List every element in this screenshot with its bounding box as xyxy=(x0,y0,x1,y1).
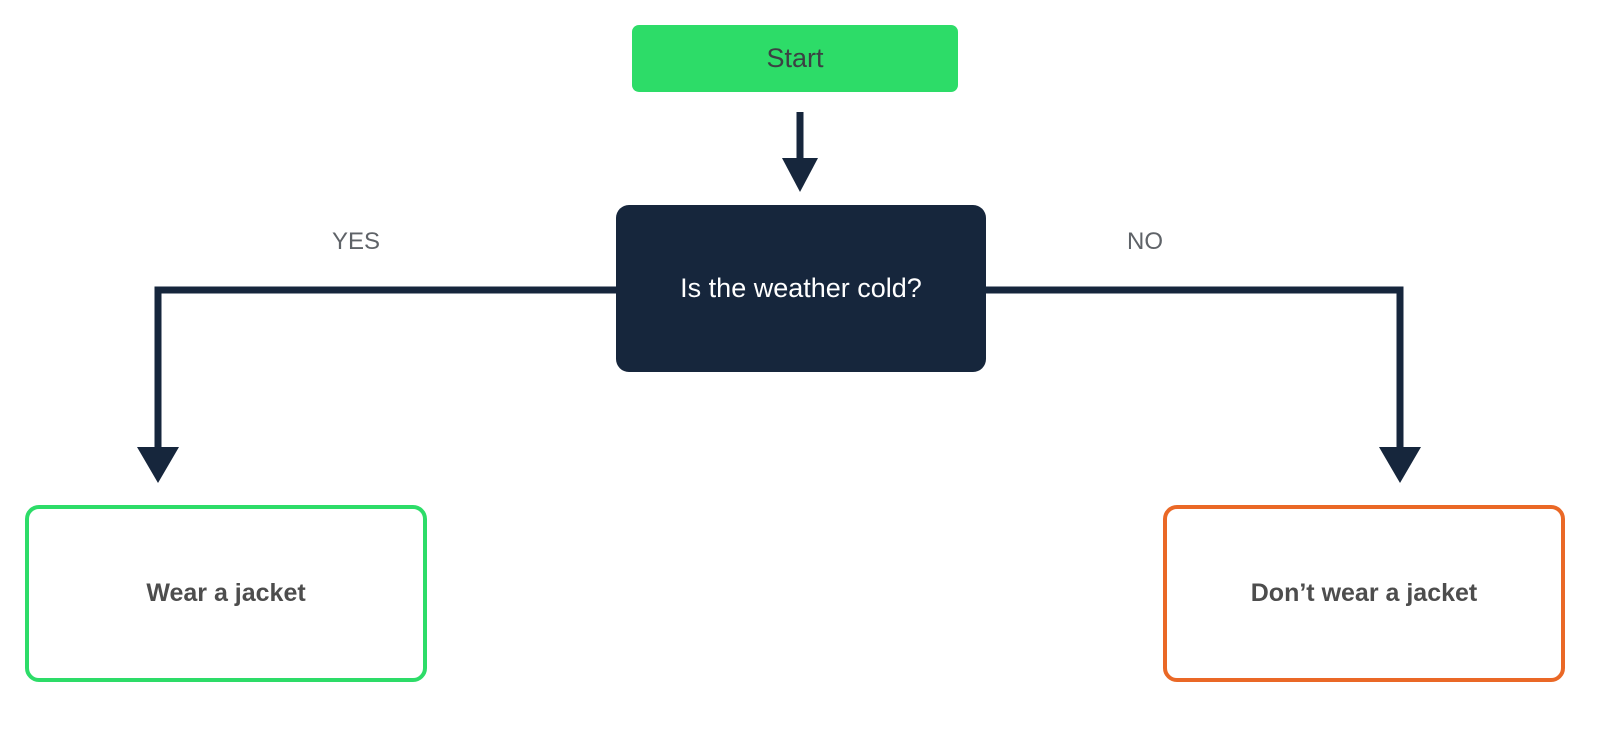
edge-label-no: NO xyxy=(1127,228,1163,255)
node-outcome-wear-a-jacket[interactable]: Wear a jacket xyxy=(25,505,427,682)
edge-start-to-decision xyxy=(782,112,818,192)
node-decision-label: Is the weather cold? xyxy=(680,273,922,303)
node-outcome-dont-wear-a-jacket-label: Don’t wear a jacket xyxy=(1250,579,1478,607)
node-outcome-wear-a-jacket-label: Wear a jacket xyxy=(146,579,306,607)
edge-label-yes: YES xyxy=(332,228,381,255)
node-outcome-dont-wear-a-jacket[interactable]: Don’t wear a jacket xyxy=(1163,505,1565,682)
edge-decision-to-no xyxy=(986,286,1421,483)
node-decision[interactable]: Is the weather cold? xyxy=(616,205,986,372)
edge-decision-to-yes xyxy=(137,286,616,483)
node-start-label: Start xyxy=(766,43,824,73)
node-start[interactable]: Start xyxy=(632,25,958,92)
